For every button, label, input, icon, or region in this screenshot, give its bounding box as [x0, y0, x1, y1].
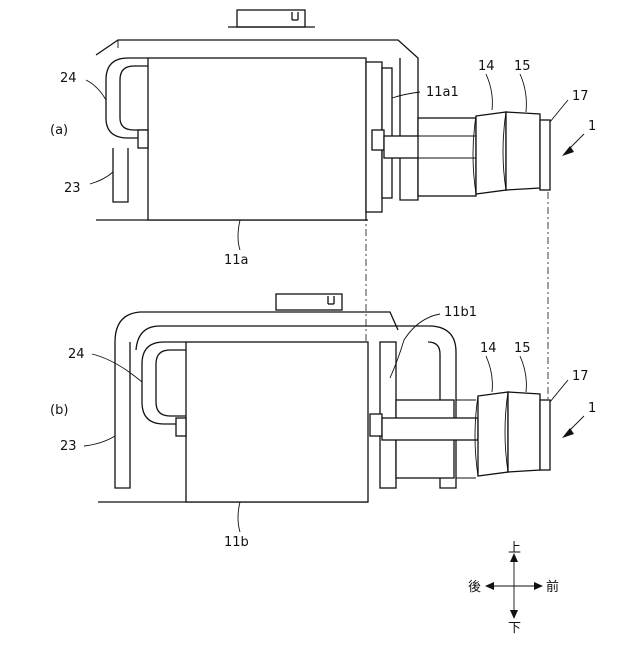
- top-connector-a: [237, 10, 305, 27]
- arrow-left-icon: [485, 582, 494, 590]
- leader-23-a: [90, 172, 113, 184]
- direction-legend: 上 下 後 前: [468, 541, 559, 636]
- legend-down: 下: [508, 621, 521, 636]
- ref-1-b: 1: [588, 401, 596, 416]
- bracket-23-a: [113, 148, 128, 202]
- arrow-down-icon: [510, 610, 518, 619]
- plate-17-b: [540, 400, 550, 470]
- ref-11a1: 11a1: [426, 85, 459, 100]
- hose-24-outer-a: [106, 58, 148, 138]
- ref-24-a: 24: [60, 71, 77, 86]
- top-connector-b: [276, 294, 342, 310]
- panel-label-a: (a): [50, 123, 68, 138]
- leader-24-b: [92, 354, 142, 382]
- hose-clamp-a: [138, 130, 148, 148]
- pipe-fitting-a: [372, 130, 384, 150]
- part-14-b: [478, 392, 508, 476]
- ref-17-b: 17: [572, 369, 589, 384]
- leader-11a1: [392, 92, 420, 98]
- legend-rear: 後: [468, 580, 481, 595]
- arrowhead-1-b: [562, 428, 574, 438]
- housing-a: [418, 118, 476, 196]
- hose-24-inner-a: [120, 66, 148, 130]
- leader-23-b: [84, 436, 115, 446]
- ref-24-b: 24: [68, 347, 85, 362]
- hose-clamp-b: [176, 418, 186, 436]
- shaft-b: [382, 418, 478, 440]
- ref-23-a: 23: [64, 181, 81, 196]
- leader-15-a: [520, 74, 526, 112]
- leader-11b1: [390, 314, 440, 378]
- ref-23-b: 23: [60, 439, 77, 454]
- leader-17-a: [550, 100, 568, 122]
- ref-15-b: 15: [514, 341, 531, 356]
- body-11b: [186, 342, 368, 502]
- leader-11a: [238, 220, 240, 250]
- arrow-right-icon: [534, 582, 543, 590]
- part-15-a: [506, 112, 540, 190]
- hose-24-outer-b: [142, 342, 186, 424]
- panel-label-b: (b): [50, 403, 68, 418]
- leader-17-b: [550, 380, 568, 402]
- ref-11b: 11b: [224, 535, 249, 550]
- ref-11b1: 11b1: [444, 305, 477, 320]
- ref-11a: 11a: [224, 253, 249, 268]
- ref-14-b: 14: [480, 341, 497, 356]
- ref-1-a: 1: [588, 119, 596, 134]
- ref-14-a: 14: [478, 59, 495, 74]
- panel-b: (b) 24 23 11b1 14 15 17 1 11b: [50, 294, 596, 550]
- ref-17-a: 17: [572, 89, 589, 104]
- leader-14-a: [486, 74, 492, 110]
- pipe-fitting-b: [370, 414, 382, 436]
- leader-14-b: [486, 356, 492, 392]
- leader-24-a: [86, 80, 106, 100]
- plate-17-a: [540, 120, 550, 190]
- hose-24-inner-b: [156, 350, 186, 416]
- leader-11b: [238, 502, 240, 532]
- legend-up: 上: [508, 541, 521, 556]
- part-15-b: [508, 392, 540, 472]
- arrowhead-1-a: [562, 146, 574, 156]
- body-11a: [148, 58, 366, 220]
- part-14-a: [476, 112, 506, 194]
- bracket-23-b: [115, 342, 130, 488]
- legend-front: 前: [546, 579, 559, 595]
- ref-15-a: 15: [514, 59, 531, 74]
- panel-a: (a) 24 23 11a1 14 15 17 1 11a: [50, 10, 596, 268]
- outer-frame-b: [115, 312, 398, 342]
- leader-15-b: [520, 356, 526, 392]
